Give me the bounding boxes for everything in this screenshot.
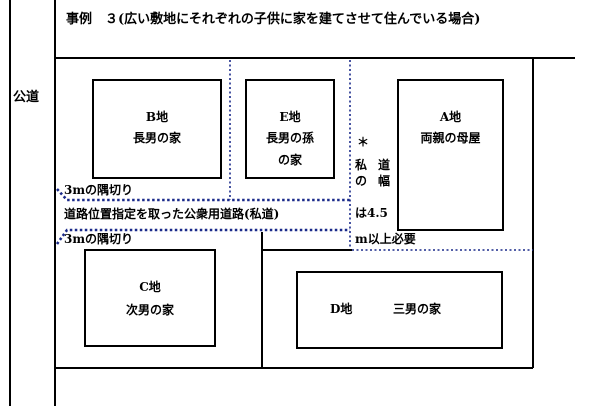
house-d-box [296, 271, 503, 349]
diagram-title: 事例 ３(広い敷地にそれぞれの子供に家を建てさせて住んでいる場合) [66, 12, 481, 27]
note-star: ＊ [357, 135, 370, 149]
house-e-box [245, 79, 335, 179]
lot-b-name: B地 [145, 110, 169, 124]
private-road-bottom-edge [55, 228, 350, 245]
corner-cut-bottom-label: 3mの隅切り [64, 232, 134, 246]
lot-d-desc: 三男の家 [393, 302, 442, 316]
lot-e-name: E地 [279, 110, 301, 124]
lot-b-desc: 長男の家 [132, 131, 181, 145]
lot-e-desc-line1: 長男の孫 [265, 131, 314, 145]
house-c-box [84, 249, 216, 347]
lot-a-name: A地 [439, 110, 462, 124]
corner-cut-top-label: 3mの隅切り [64, 183, 134, 197]
lot-e-desc-line2: の家 [277, 153, 302, 167]
lot-c-desc: 次男の家 [125, 303, 174, 317]
note-column-1: 私の [354, 158, 367, 188]
private-road-label: 道路位置指定を取った公衆用道路(私道) [64, 207, 280, 221]
public-road-label: 公道 [13, 90, 40, 105]
lot-c-name: C地 [139, 280, 161, 294]
lot-a-desc: 両親の母屋 [420, 131, 481, 145]
note-column-2: 道幅 [377, 158, 390, 188]
house-a-box [397, 79, 504, 231]
house-b-box [92, 79, 222, 179]
lot-d-name: D地 [330, 302, 353, 316]
note-line-4: m以上必要 [355, 232, 416, 246]
note-line-3: は4.5 [355, 206, 388, 220]
